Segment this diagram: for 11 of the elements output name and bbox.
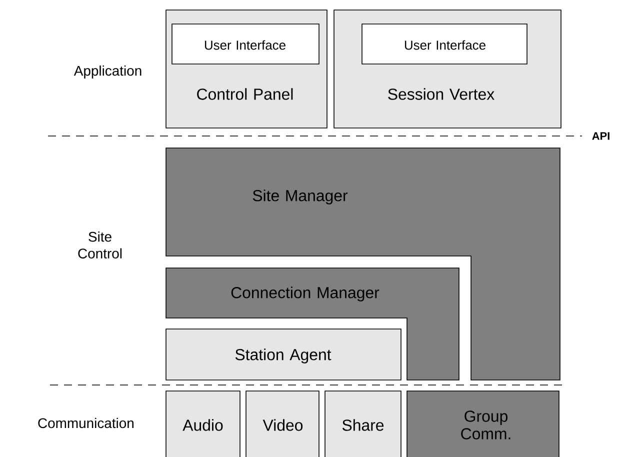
module-box: Station Agent <box>166 328 402 380</box>
module-box: Audio <box>166 390 240 457</box>
layer-label: Site Control <box>78 232 122 258</box>
layer-label: Application <box>74 66 142 78</box>
module-box: Share <box>324 390 402 457</box>
layer-label: Communication <box>38 418 134 428</box>
interface-box: User Interface <box>362 24 528 64</box>
interface-box: User Interface <box>172 24 320 64</box>
module-box: Video <box>246 390 320 457</box>
interface-label: API <box>592 132 610 140</box>
module-box: Group Comm. <box>406 390 560 457</box>
